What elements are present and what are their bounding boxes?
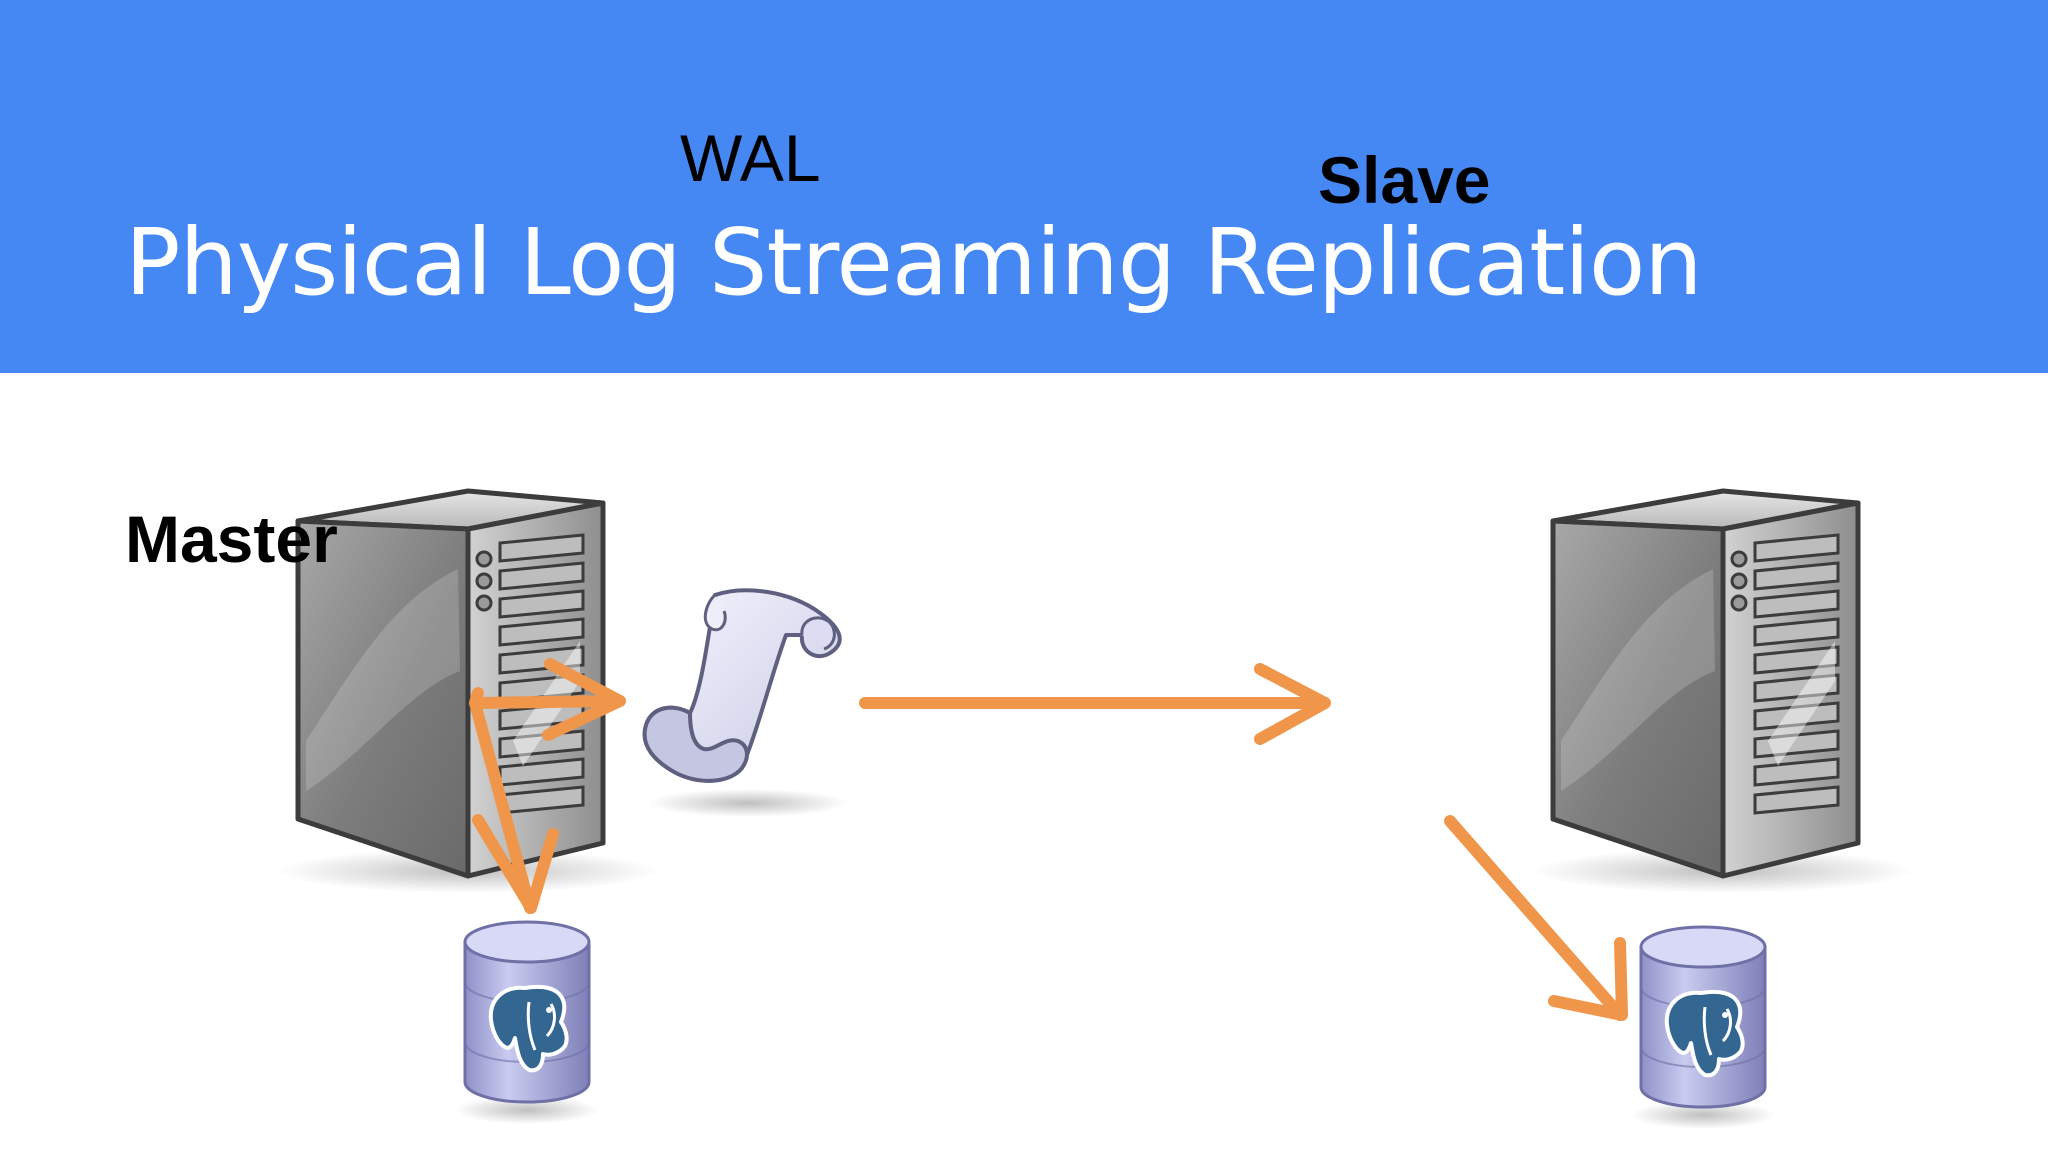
wal-scroll-icon	[645, 590, 848, 817]
slide-title: Physical Log Streaming Replication	[125, 208, 1702, 318]
wal-to-slave-arrow	[865, 669, 1325, 739]
slave-server-icon	[1533, 491, 1913, 893]
master-postgresql-database-icon	[455, 922, 599, 1124]
wal-label: WAL	[680, 118, 821, 198]
slave-postgresql-database-icon	[1631, 927, 1775, 1129]
replication-diagram	[0, 373, 2048, 1152]
title-banner: Physical Log Streaming Replication	[0, 0, 2048, 373]
slave-to-database-arrow	[1450, 821, 1622, 1015]
slave-label: Slave	[1318, 140, 1490, 220]
master-label: Master	[125, 499, 338, 579]
